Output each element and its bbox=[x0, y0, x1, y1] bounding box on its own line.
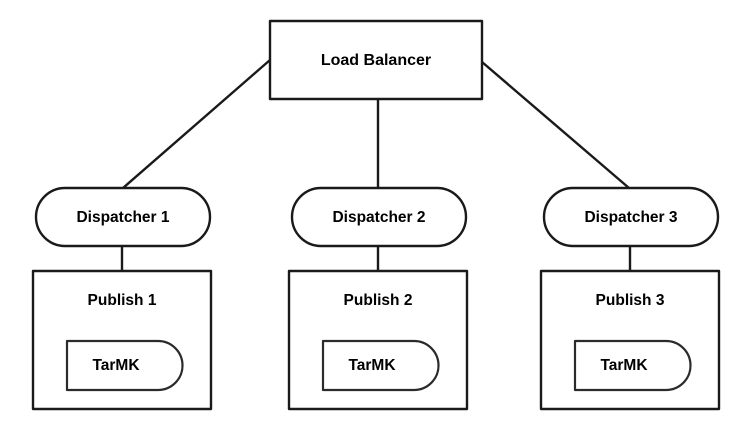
tarmk-1-label: TarMK bbox=[92, 357, 140, 374]
node-dispatcher-2[interactable]: Dispatcher 2 bbox=[290, 186, 468, 248]
dispatcher-3-shape bbox=[542, 186, 720, 248]
publish-3-label: Publish 3 bbox=[596, 292, 665, 309]
connector-group bbox=[120, 59, 632, 271]
node-publish-2[interactable]: Publish 2 TarMK bbox=[287, 269, 469, 411]
tarmk-1-shape bbox=[65, 339, 184, 392]
node-publish-3[interactable]: Publish 3 TarMK bbox=[539, 269, 721, 411]
publish-2-label: Publish 2 bbox=[344, 292, 413, 309]
dispatcher-2-label: Dispatcher 2 bbox=[332, 209, 425, 226]
node-publish-1[interactable]: Publish 1 TarMK bbox=[31, 269, 213, 411]
dispatcher-2-shape bbox=[290, 186, 468, 248]
node-dispatcher-3[interactable]: Dispatcher 3 bbox=[542, 186, 720, 248]
dispatcher-1-shape bbox=[34, 186, 212, 248]
load-balancer-label: Load Balancer bbox=[321, 52, 431, 69]
tarmk-2-shape bbox=[321, 339, 440, 392]
tarmk-2-label: TarMK bbox=[348, 357, 396, 374]
dispatcher-3-label: Dispatcher 3 bbox=[584, 209, 677, 226]
node-load-balancer[interactable]: Load Balancer bbox=[268, 19, 484, 101]
publish-1-label: Publish 1 bbox=[88, 292, 157, 309]
load-balancer-shape bbox=[268, 19, 484, 101]
connector-load-balancer-to-dispatcher-3 bbox=[481, 61, 630, 189]
tarmk-3-label: TarMK bbox=[600, 357, 648, 374]
tarmk-3-shape bbox=[573, 339, 692, 392]
connector-load-balancer-to-dispatcher-1 bbox=[122, 59, 271, 189]
dispatcher-1-label: Dispatcher 1 bbox=[76, 209, 169, 226]
node-dispatcher-1[interactable]: Dispatcher 1 bbox=[34, 186, 212, 248]
